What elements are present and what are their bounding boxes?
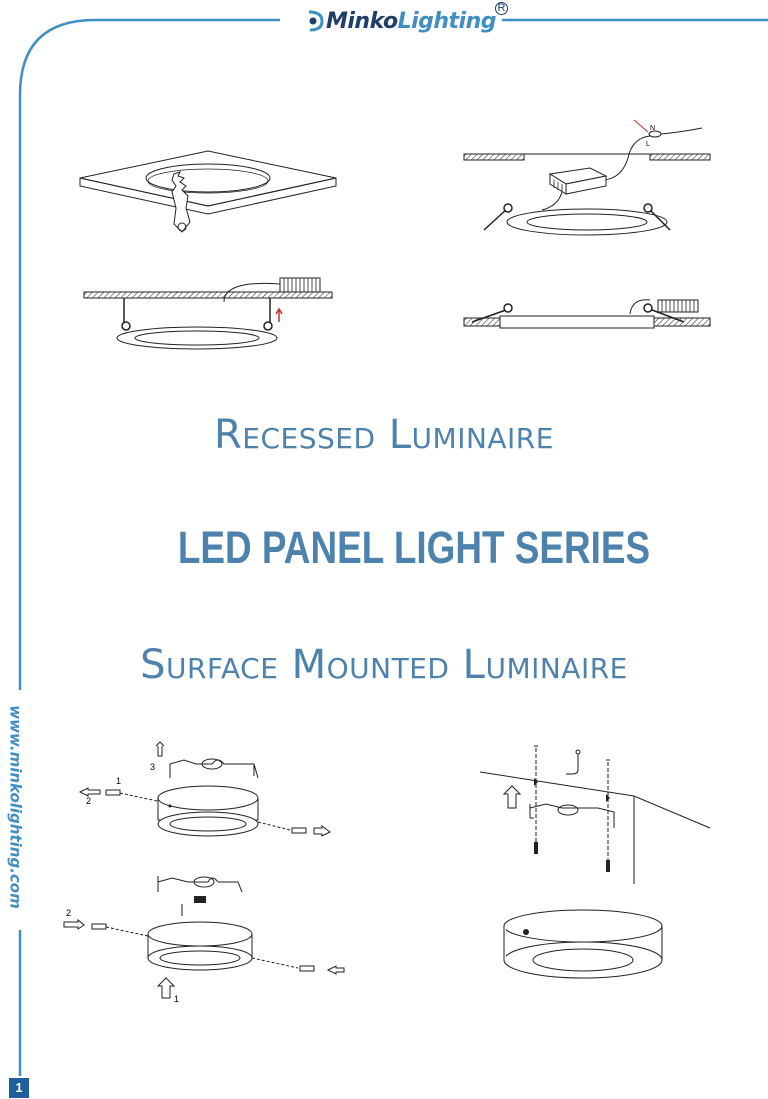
step-3-label: 3 — [150, 762, 155, 772]
surface-exploded-diagram: 3 1 2 — [78, 741, 331, 837]
surface-installed-diagram — [503, 909, 663, 979]
surface-ceiling-mount-diagram — [479, 745, 711, 884]
recessed-installed-diagram — [463, 299, 711, 329]
step-2-label-top: 2 — [86, 796, 91, 806]
brand-name-lighting: Lighting — [397, 8, 497, 34]
step-1-label: 1 — [116, 776, 121, 786]
recessed-insert-diagram — [83, 277, 333, 350]
neutral-label: N — [650, 125, 655, 132]
step-2-label-bottom: 2 — [66, 908, 71, 918]
registered-mark: R — [495, 2, 508, 15]
surface-assembly-diagram: 2 1 — [63, 876, 345, 1004]
brand-logo: MinkoLighting R — [300, 2, 508, 38]
series-title: LED PANEL LIGHT SERIES — [177, 522, 651, 573]
page-number: 1 — [9, 1078, 29, 1098]
surface-mounted-heading: Surface Mounted Luminaire — [140, 642, 628, 688]
brand-name-minko: Minko — [326, 8, 398, 34]
website-url-text: www.minkolighting.com — [7, 705, 25, 909]
cutout-saw-diagram — [79, 150, 337, 233]
step-1-label-bottom: 1 — [174, 994, 179, 1004]
recessed-luminaire-heading: Recessed Luminaire — [214, 412, 554, 458]
website-url: www.minkolighting.com — [6, 698, 26, 916]
recessed-wiring-diagram: N L — [463, 119, 711, 236]
lightbulb-logo-icon — [308, 10, 324, 32]
live-label: L — [646, 141, 650, 148]
